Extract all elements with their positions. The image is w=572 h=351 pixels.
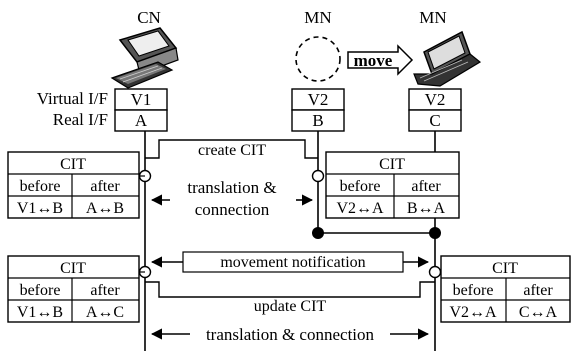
virtual-if-label: Virtual I/F	[37, 89, 108, 108]
cit-before-value: V1↔B	[17, 200, 63, 217]
create-cit-label: create CIT	[198, 142, 266, 159]
cit-table-cn-1: CIT before after V1↔B A↔B	[7, 151, 140, 219]
translation-2-label-bg	[190, 325, 390, 343]
create-cit-path	[145, 139, 318, 159]
update-cit-label: update CIT	[254, 298, 327, 315]
cit-table-cn-2: CIT before after V1↔B A↔C	[7, 255, 140, 323]
real-if-label: Real I/F	[53, 110, 108, 129]
cit-after-value: A↔B	[86, 200, 124, 217]
cit-before-value: V2↔A	[449, 304, 497, 321]
cit-after-header: after	[90, 282, 120, 299]
mn-old-real-if-value: B	[312, 111, 323, 130]
mn-old-virtual-if-value: V2	[308, 90, 329, 109]
cit-title: CIT	[60, 260, 86, 277]
cit-before-header: before	[453, 282, 494, 299]
mn-new-real-if-value: C	[429, 111, 440, 130]
cit-table-mn-1: CIT before after V2↔A B↔A	[325, 151, 460, 219]
cit-before-value: V1↔B	[17, 304, 63, 321]
cit-after-header: after	[90, 178, 120, 195]
mn-former-location-icon	[295, 36, 341, 82]
laptop-icon	[413, 30, 482, 87]
mn-label-right: MN	[419, 8, 446, 27]
cit-table-mn-2: CIT before after V2↔A C↔A	[440, 255, 571, 323]
move-label: move	[354, 51, 393, 70]
cn-real-if-box	[114, 109, 168, 132]
cit-after-header: after	[411, 178, 441, 195]
translation-2-label: translation & connection	[206, 325, 375, 344]
update-cit-path	[145, 281, 435, 298]
translation-1-label-line1: translation &	[187, 178, 276, 197]
mn-cit-connector-2	[428, 265, 442, 279]
desktop-computer-icon	[110, 27, 179, 89]
handover-dot-right	[429, 227, 441, 239]
cit-before-header: before	[20, 282, 61, 299]
cit-before-value: V2↔A	[336, 200, 384, 217]
mn-cit-connector-1	[311, 169, 325, 183]
mn-label-left: MN	[304, 8, 331, 27]
cit-before-header: before	[340, 178, 381, 195]
translation-1-label-line2: connection	[195, 200, 270, 219]
cn-real-if-value: A	[135, 111, 148, 130]
movement-notification-box	[182, 251, 404, 273]
cn-label: CN	[137, 8, 161, 27]
move-arrow	[347, 44, 414, 76]
handover-dot-left	[312, 227, 324, 239]
cit-before-header: before	[20, 178, 61, 195]
movement-notification-label: movement notification	[220, 254, 365, 271]
cit-after-value: B↔A	[407, 200, 446, 217]
cn-virtual-if-value: V1	[131, 90, 152, 109]
mn-new-virtual-if-value: V2	[425, 90, 446, 109]
cit-title: CIT	[60, 156, 86, 173]
cit-title: CIT	[379, 156, 405, 173]
cit-after-value: A↔C	[86, 304, 124, 321]
cit-title: CIT	[492, 260, 518, 277]
cit-after-header: after	[523, 282, 553, 299]
cit-after-value: C↔A	[519, 304, 558, 321]
